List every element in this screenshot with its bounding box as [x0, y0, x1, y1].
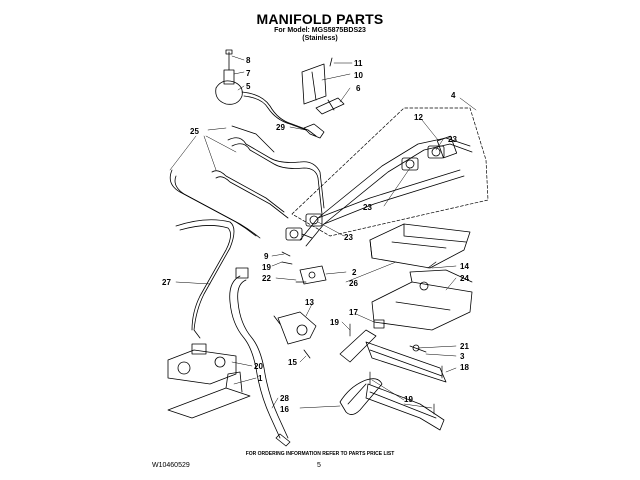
- callout-23-middle: 23: [363, 203, 372, 212]
- broil-burner: [339, 378, 445, 431]
- callout-labels: 8 7 5 11 10 6 4 25 29 12 23 23 23 9 19 2…: [162, 56, 469, 414]
- callout-4: 4: [451, 91, 456, 100]
- pressure-regulator: [215, 49, 309, 131]
- callout-11: 11: [354, 59, 363, 68]
- leader-lines: [169, 55, 477, 409]
- burner-pan-lower: [371, 269, 473, 331]
- callout-10: 10: [354, 71, 363, 80]
- callout-29: 29: [276, 123, 285, 132]
- gas-tubes: [169, 125, 325, 239]
- bracket-assembly: [301, 57, 345, 115]
- callout-23-top: 23: [448, 135, 457, 144]
- callout-20: 20: [254, 362, 263, 371]
- callout-6: 6: [356, 84, 361, 93]
- callout-28: 28: [280, 394, 289, 403]
- callout-19-upper: 19: [262, 263, 271, 272]
- page-title: MANIFOLD PARTS: [256, 11, 384, 27]
- callout-24: 24: [460, 274, 469, 283]
- callout-19-lower: 19: [404, 395, 413, 404]
- orifice-fitting: [273, 311, 317, 359]
- mounting-plate-small: [299, 265, 327, 285]
- callout-7: 7: [246, 69, 251, 78]
- valve-bracket-plate: [167, 371, 251, 419]
- oven-burner: [339, 319, 447, 383]
- finish-line: (Stainless): [302, 35, 338, 42]
- callout-26: 26: [349, 279, 358, 288]
- callout-1: 1: [258, 374, 263, 383]
- callout-12: 12: [414, 113, 423, 122]
- callout-25: 25: [190, 127, 199, 136]
- callout-19-middle: 19: [330, 318, 339, 327]
- callout-2: 2: [352, 268, 357, 277]
- callout-5: 5: [246, 82, 251, 91]
- lower-gas-tube: [229, 267, 291, 447]
- callout-22: 22: [262, 274, 271, 283]
- tube-clip: [303, 123, 325, 139]
- document-number: W10460529: [152, 462, 190, 469]
- manifold-pipe: [299, 135, 473, 247]
- lower-valve-assembly: [167, 343, 237, 385]
- callout-17: 17: [349, 308, 358, 317]
- burner-valve-rear-right: [427, 145, 445, 159]
- burner-valve-rear-left: [305, 213, 323, 227]
- callout-21: 21: [460, 342, 469, 351]
- callout-18: 18: [460, 363, 469, 372]
- callout-8: 8: [246, 56, 251, 65]
- callout-16: 16: [280, 405, 289, 414]
- callout-15: 15: [288, 358, 297, 367]
- manifold-assembly-outline: [291, 107, 489, 237]
- callout-13: 13: [305, 298, 314, 307]
- callout-23-lower: 23: [344, 233, 353, 242]
- long-gas-tube: [175, 219, 235, 339]
- burner-valve-front-left: [285, 227, 313, 241]
- ordering-note: FOR ORDERING INFORMATION REFER TO PARTS …: [245, 451, 395, 457]
- screws: [281, 251, 443, 415]
- callout-14: 14: [460, 262, 469, 271]
- callout-9: 9: [264, 252, 269, 261]
- page-number: 5: [317, 462, 321, 469]
- callout-3: 3: [460, 352, 465, 361]
- burner-pan-upper: [369, 223, 471, 269]
- model-line: For Model: MGS5875BDS23: [274, 27, 366, 34]
- callout-27: 27: [162, 278, 171, 287]
